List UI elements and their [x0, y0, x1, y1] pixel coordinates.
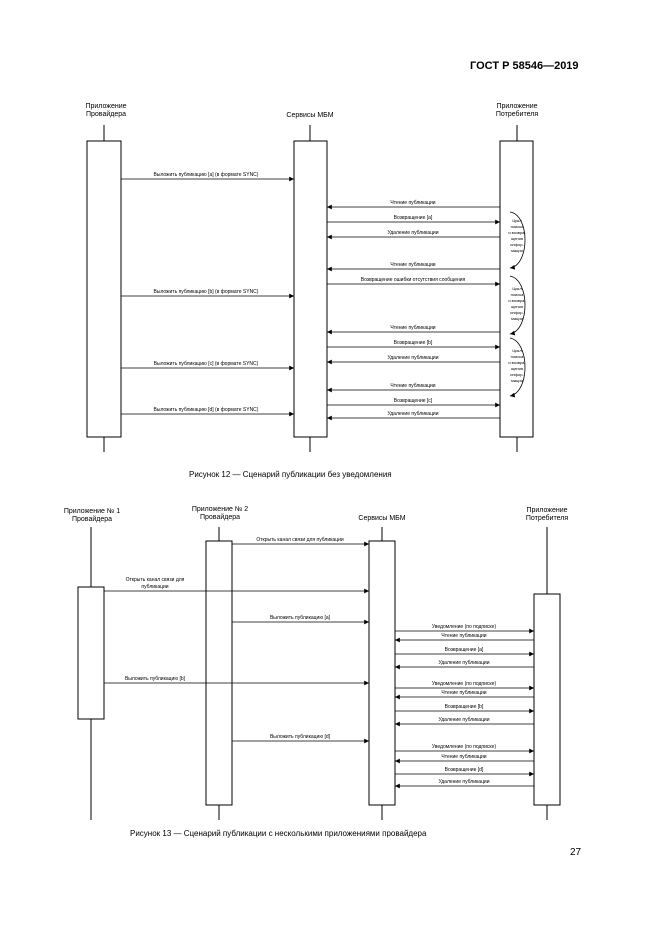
loop-note-line: мации: [511, 248, 523, 253]
msg-text: публикации: [141, 584, 168, 590]
msg-text: Удаление публикации: [438, 779, 489, 785]
loop-note-line: щения: [511, 236, 523, 241]
msg-text: Выложить публикацию [c] (в формате SYNC): [154, 361, 259, 367]
loop-note-line: Цикл: [512, 286, 522, 291]
loop-note-line: поиска: [511, 292, 524, 297]
msg-text: Удаление публикации: [438, 660, 489, 666]
msg-text: Уведомление (по подписке): [432, 624, 497, 630]
loop-note-line: поиска: [511, 354, 524, 359]
msg-text: Возвращение [d]: [445, 767, 484, 773]
msg-text: Возвращение [b]: [394, 340, 433, 346]
page-number: 27: [570, 847, 582, 858]
activation-provider: [86, 140, 122, 438]
msg-text: Возвращение [b]: [445, 704, 484, 710]
loop-note-line: щения: [511, 366, 523, 371]
msg-text: Удаление публикации: [387, 355, 438, 361]
loop-note-line: инфор-: [510, 242, 524, 247]
msg-text: Чтение публикации: [390, 262, 435, 268]
loop-note-line: мации: [511, 378, 523, 383]
msg-text: Возвращение [a]: [445, 647, 484, 653]
standard-number: ГОСТ Р 58546—2019: [470, 60, 579, 72]
msg-text: Чтение публикации: [390, 200, 435, 206]
msg-text: Уведомление (по подписке): [432, 744, 497, 750]
activation-provider2: [205, 540, 233, 806]
activation-consumer: [499, 140, 534, 438]
msg-text: Выложить публикацию [d]: [270, 734, 331, 740]
activation-provider1: [77, 586, 105, 720]
msg-text: Выложить публикацию [b]: [125, 676, 186, 682]
msg-text: Выложить публикацию [b] (в формате SYNC): [154, 289, 259, 295]
loop-note-line: Цикл: [512, 348, 522, 353]
loop-note-line: инфор-: [510, 310, 524, 315]
msg-text: Чтение публикации: [390, 325, 435, 331]
loop-note-line: и возвра-: [508, 298, 526, 303]
loop-note-line: щения: [511, 304, 523, 309]
loop-note-line: и возвра-: [508, 360, 526, 365]
msg-text: Удаление публикации: [387, 230, 438, 236]
lane-label-mbm: Сервисы MБM: [286, 112, 334, 119]
msg-text: Удаление публикации: [438, 717, 489, 723]
msg-text: Возвращение [c]: [394, 398, 433, 404]
figure13-caption: Рисунок 13 — Сценарий публикации с неско…: [130, 829, 427, 838]
msg-text: Чтение публикации: [441, 754, 486, 760]
activation-mbm: [368, 540, 396, 806]
msg-text: Выложить публикацию [a] (в формате SYNC): [154, 172, 259, 178]
msg-text: Открыть канал связи для публикации: [256, 537, 344, 543]
msg-text: Возвращение [a]: [394, 215, 433, 221]
msg-text: Чтение публикации: [441, 633, 486, 639]
loop-note-line: поиска: [511, 224, 524, 229]
msg-text: Открыть канал связи для: [126, 577, 185, 583]
loop-note-line: мации: [511, 316, 523, 321]
msg-text: Чтение публикации: [441, 690, 486, 696]
msg-text: Выложить публикацию [a]: [270, 615, 331, 621]
msg-text: Возвращение ошибки отсутствия сообщения: [361, 277, 466, 283]
figure12-caption: Рисунок 12 — Сценарий публикации без уве…: [189, 470, 392, 479]
msg-text: Уведомление (по подписке): [432, 681, 497, 687]
loop-note-line: инфор-: [510, 372, 524, 377]
lane-label-mbm: Сервисы MБM: [358, 515, 406, 522]
loop-arrow: [509, 275, 526, 336]
msg-text: Удаление публикации: [387, 411, 438, 417]
loop-note-line: Цикл: [512, 218, 522, 223]
activation-mbm: [293, 140, 328, 438]
activation-consumer: [533, 593, 561, 806]
msg-text: Чтение публикации: [390, 383, 435, 389]
loop-note-line: и возвра-: [508, 230, 526, 235]
loop-arrow: [509, 211, 526, 270]
loop-arrow: [509, 337, 526, 398]
msg-text: Выложить публикацию [d] (в формате SYNC): [154, 407, 259, 413]
